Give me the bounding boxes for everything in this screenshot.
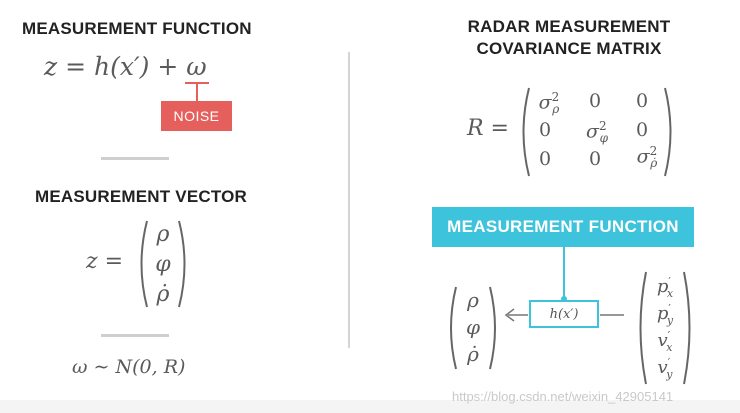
output-entry-rho: ρ xyxy=(467,288,479,312)
output-entry-rhodot: ρ̇ xyxy=(467,342,479,366)
noise-label: NOISE xyxy=(161,101,232,131)
watermark-url: https://blog.csdn.net/weixin_42905141 xyxy=(452,389,674,404)
vector-entry-rhodot: ρ̇ xyxy=(156,282,170,307)
slide-panel: MEASUREMENT FUNCTION z = h(x′) + ω NOISE… xyxy=(22,17,694,385)
bottom-strip xyxy=(0,400,740,413)
matrix-sigma-rho: σ2ρ xyxy=(538,90,560,117)
divider xyxy=(101,334,169,337)
state-entry-py: p′y xyxy=(656,302,674,327)
state-entry-vy: v′y xyxy=(657,356,673,381)
matrix-parentheses xyxy=(522,87,672,177)
state-entry-vx: v′x xyxy=(657,329,673,354)
divider xyxy=(101,157,169,160)
vector-lhs: z = xyxy=(86,249,124,274)
matrix-sigma-rhodot: σ2ρ̇ xyxy=(636,144,658,171)
covariance-title-line1: RADAR MEASUREMENT xyxy=(467,17,671,36)
covariance-title-line2: COVARIANCE MATRIX xyxy=(476,39,662,58)
output-vector-parentheses xyxy=(450,286,496,370)
column-separator xyxy=(348,52,350,348)
vector-entry-phi: φ xyxy=(155,252,171,277)
output-entry-phi: φ xyxy=(465,315,480,339)
vector-entry-rho: ρ xyxy=(156,222,170,247)
state-vector-parentheses xyxy=(639,271,691,385)
vector-parentheses xyxy=(140,220,186,308)
noise-distribution: ω ∼ N(0, R) xyxy=(72,356,186,378)
h-function-box: h(x′) xyxy=(529,300,599,328)
matrix-zero: 0 xyxy=(538,119,552,141)
measurement-function-title: MEASUREMENT FUNCTION xyxy=(22,19,252,38)
matrix-zero: 0 xyxy=(635,119,649,141)
measurement-function-box: MEASUREMENT FUNCTION xyxy=(432,207,694,247)
matrix-zero: 0 xyxy=(588,90,602,112)
matrix-zero: 0 xyxy=(538,148,552,170)
measurement-vector-title: MEASUREMENT VECTOR xyxy=(35,187,248,206)
state-entry-px: p′x xyxy=(656,275,674,300)
matrix-lhs: R = xyxy=(467,116,509,141)
noise-pointer xyxy=(185,82,209,102)
matrix-zero: 0 xyxy=(588,148,602,170)
measurement-function-equation: z = h(x′) + ω xyxy=(44,52,207,81)
matrix-zero: 0 xyxy=(635,90,649,112)
matrix-sigma-phi: σ2φ xyxy=(585,119,609,146)
